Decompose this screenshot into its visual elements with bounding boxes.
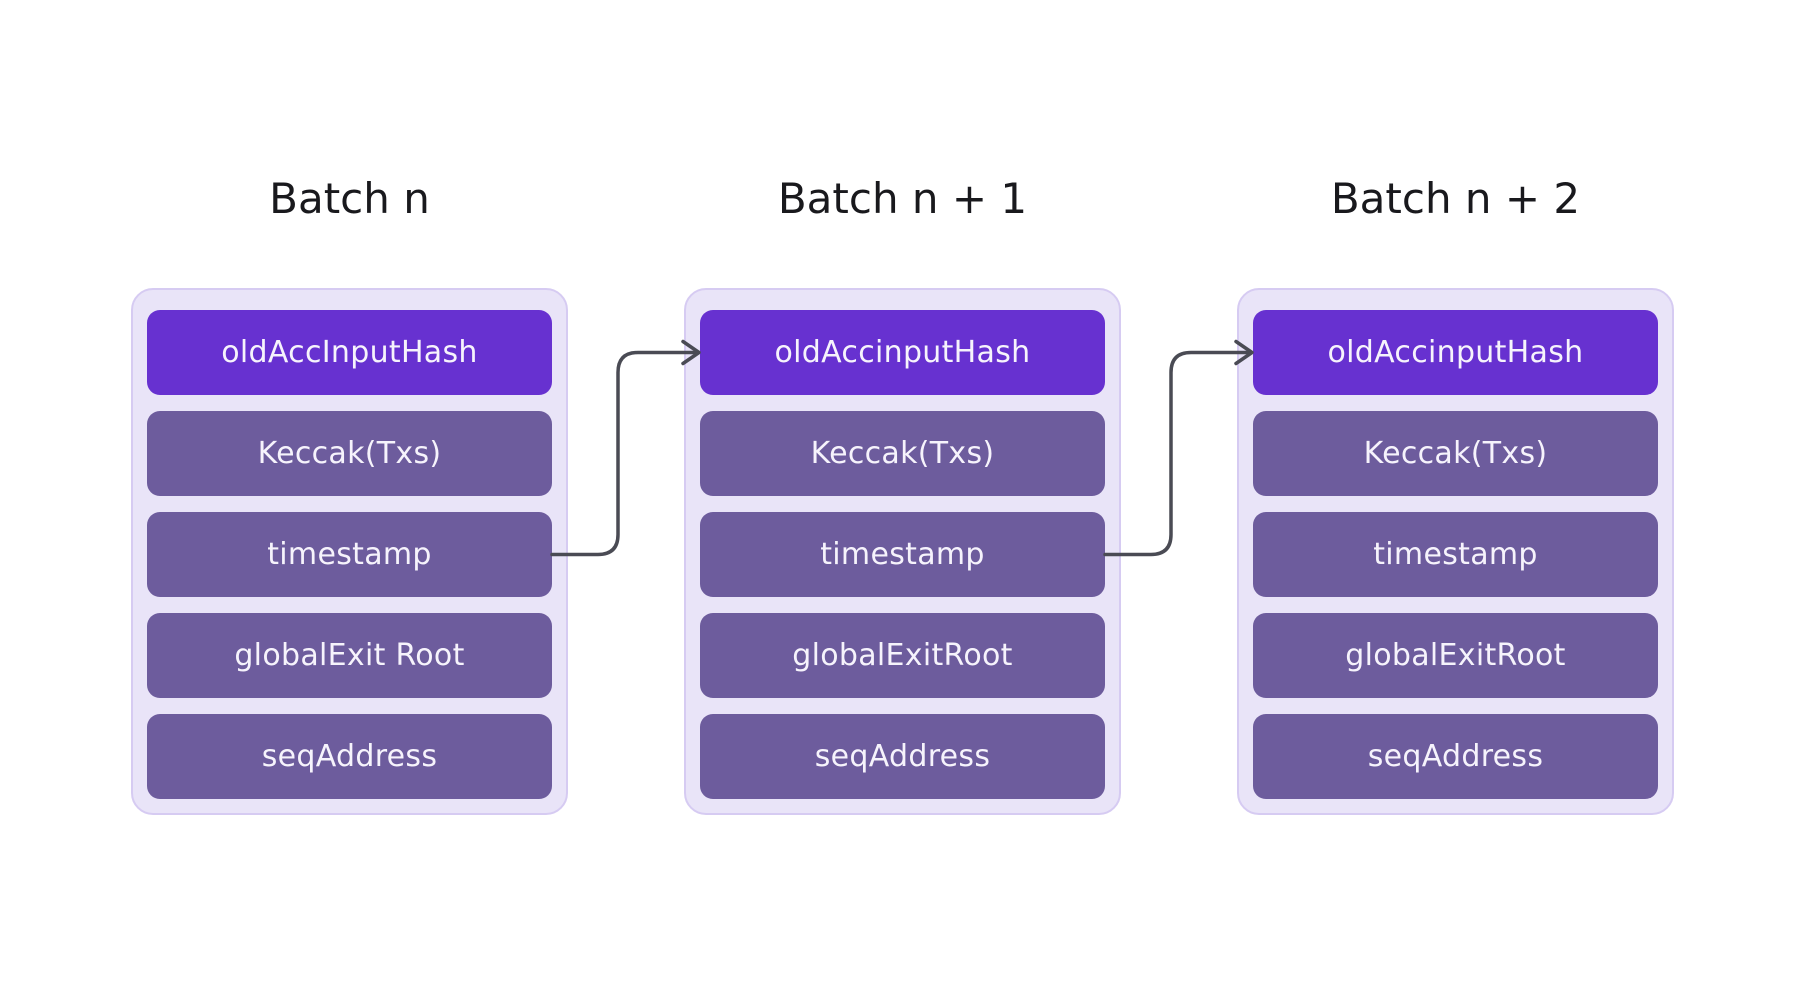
arrow-batch-n-to-n-plus-1 — [550, 339, 701, 557]
batch-n-plus-1-field-old-acc-input-hash: oldAccinputHash — [700, 310, 1105, 395]
batch-n-plus-1-field-seq-address: seqAddress — [700, 714, 1105, 799]
batch-n-panel: oldAccInputHash Keccak(Txs) timestamp gl… — [131, 288, 568, 815]
batch-n-plus-1-panel: oldAccinputHash Keccak(Txs) timestamp gl… — [684, 288, 1121, 815]
batch-n-field-timestamp: timestamp — [147, 512, 552, 597]
batch-n-plus-2-title: Batch n + 2 — [1330, 174, 1581, 223]
arrow-batch-n-plus-1-to-n-plus-2 — [1103, 339, 1254, 557]
batch-n-plus-2-field-seq-address: seqAddress — [1253, 714, 1658, 799]
batch-n-plus-2-field-timestamp: timestamp — [1253, 512, 1658, 597]
batch-n-plus-1-field-global-exit-root: globalExitRoot — [700, 613, 1105, 698]
batch-n-plus-2-field-global-exit-root: globalExitRoot — [1253, 613, 1658, 698]
batch-n-plus-2-field-old-acc-input-hash: oldAccinputHash — [1253, 310, 1658, 395]
batch-n-field-seq-address: seqAddress — [147, 714, 552, 799]
batch-n-field-global-exit-root: globalExit Root — [147, 613, 552, 698]
batch-n-plus-2-field-keccak-txs: Keccak(Txs) — [1253, 411, 1658, 496]
batch-n-title: Batch n — [269, 174, 430, 223]
batch-n-field-old-acc-input-hash: oldAccInputHash — [147, 310, 552, 395]
batch-n-plus-1-field-keccak-txs: Keccak(Txs) — [700, 411, 1105, 496]
batch-n-plus-1-field-timestamp: timestamp — [700, 512, 1105, 597]
batch-n-plus-2-panel: oldAccinputHash Keccak(Txs) timestamp gl… — [1237, 288, 1674, 815]
batch-n-plus-1-title: Batch n + 1 — [777, 174, 1028, 223]
batch-n-field-keccak-txs: Keccak(Txs) — [147, 411, 552, 496]
